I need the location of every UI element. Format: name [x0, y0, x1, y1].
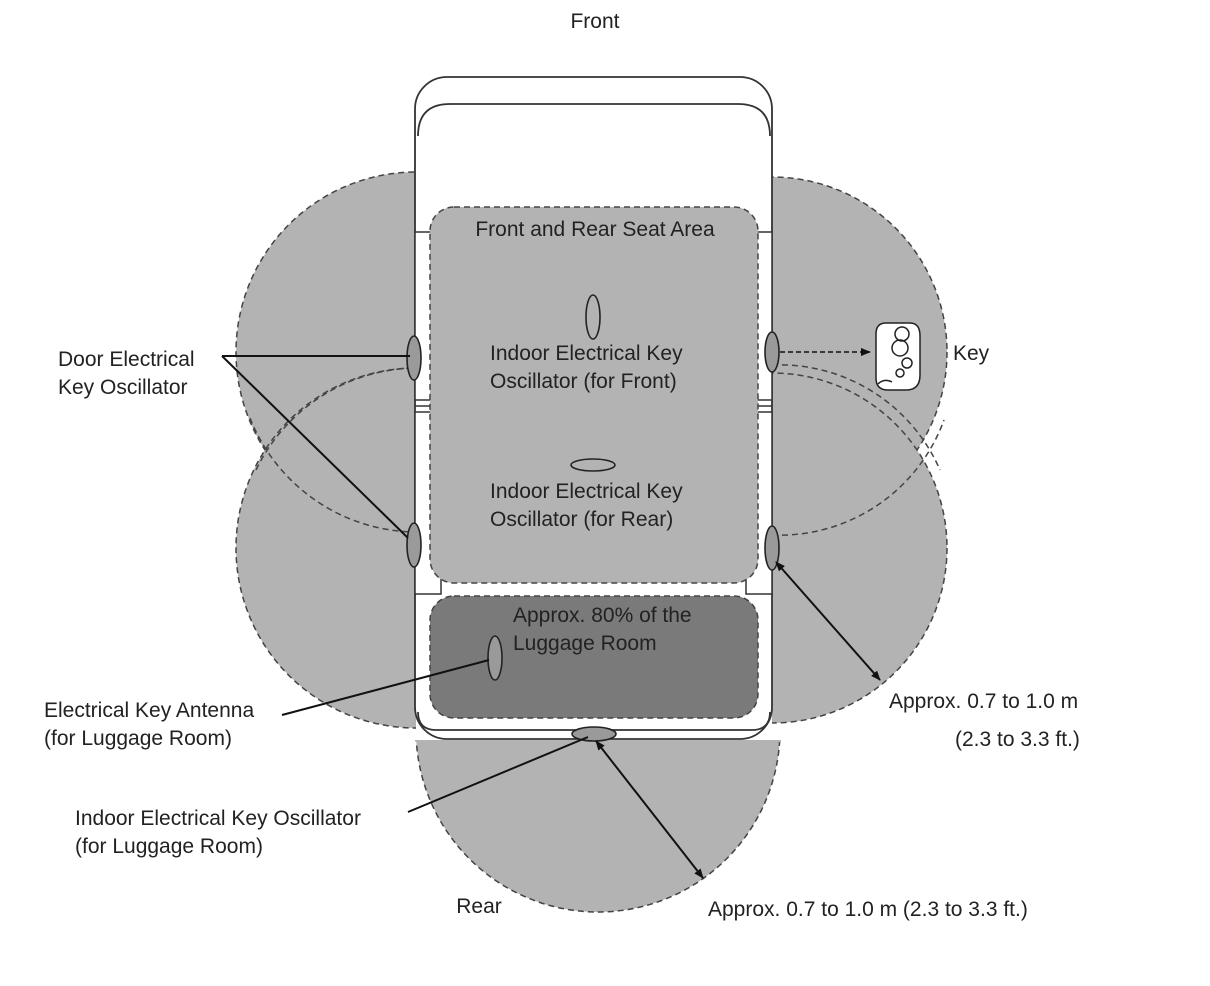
right-front-door-oscillator	[764, 331, 780, 373]
windshield-line	[417, 103, 771, 137]
oscillators	[406, 294, 780, 742]
right-rear-door-oscillator	[764, 525, 780, 571]
luggage-room-zone	[429, 595, 759, 719]
side-range-arrow	[775, 561, 881, 681]
seat-area-label: Front and Rear Seat Area	[475, 218, 715, 241]
indoor-front-label-2: Oscillator (for Front)	[490, 370, 677, 393]
left-zone-overlap-arc	[255, 367, 416, 471]
antenna-leader	[281, 659, 490, 716]
door-osc-leader-bottom	[221, 355, 409, 539]
luggage-indoor-oscillator	[571, 726, 617, 742]
rear-label: Rear	[456, 895, 502, 918]
left-rear-door-zone	[235, 367, 416, 729]
right-zone-overlap-arc	[772, 364, 941, 471]
front-label: Front	[570, 10, 620, 33]
side-range-label-1: Approx. 0.7 to 1.0 m	[889, 690, 1079, 713]
indoor-rear-label-1: Indoor Electrical Key	[490, 480, 683, 503]
key-label: Key	[953, 342, 990, 365]
smart-key-icon	[875, 322, 921, 391]
door-oscillator-label-2: Key Oscillator	[58, 376, 188, 399]
rear-range-arrow	[595, 740, 704, 879]
right-zone-overlap-arc-lower	[772, 419, 945, 536]
indoor-rear-label-2: Oscillator (for Rear)	[490, 508, 674, 531]
luggage-room-label-1: Approx. 80% of the	[513, 604, 692, 627]
side-range-label-2: (2.3 to 3.3 ft.)	[955, 728, 1080, 751]
door-oscillator-label-1: Door Electrical	[58, 348, 195, 371]
leader-lines	[221, 348, 881, 879]
indoor-luggage-label-2: (for Luggage Room)	[75, 835, 263, 858]
indoor-luggage-label-1: Indoor Electrical Key Oscillator	[75, 807, 361, 830]
rear-range-label: Approx. 0.7 to 1.0 m (2.3 to 3.3 ft.)	[708, 898, 1028, 921]
luggage-antenna	[487, 635, 503, 681]
seat-area-zone	[429, 206, 759, 584]
indoor-front-oscillator	[585, 294, 601, 340]
indoor-luggage-leader	[407, 736, 589, 813]
luggage-room-label-2: Luggage Room	[513, 632, 657, 655]
indoor-front-label-1: Indoor Electrical Key	[490, 342, 683, 365]
left-front-door-oscillator	[406, 335, 422, 381]
indoor-rear-oscillator	[570, 458, 616, 472]
left-rear-door-oscillator	[406, 522, 422, 568]
antenna-label-2: (for Luggage Room)	[44, 727, 232, 750]
left-zone-overlap-arc-lower	[249, 417, 416, 533]
antenna-label-1: Electrical Key Antenna	[44, 699, 255, 722]
left-door-detection-zones	[235, 171, 416, 729]
